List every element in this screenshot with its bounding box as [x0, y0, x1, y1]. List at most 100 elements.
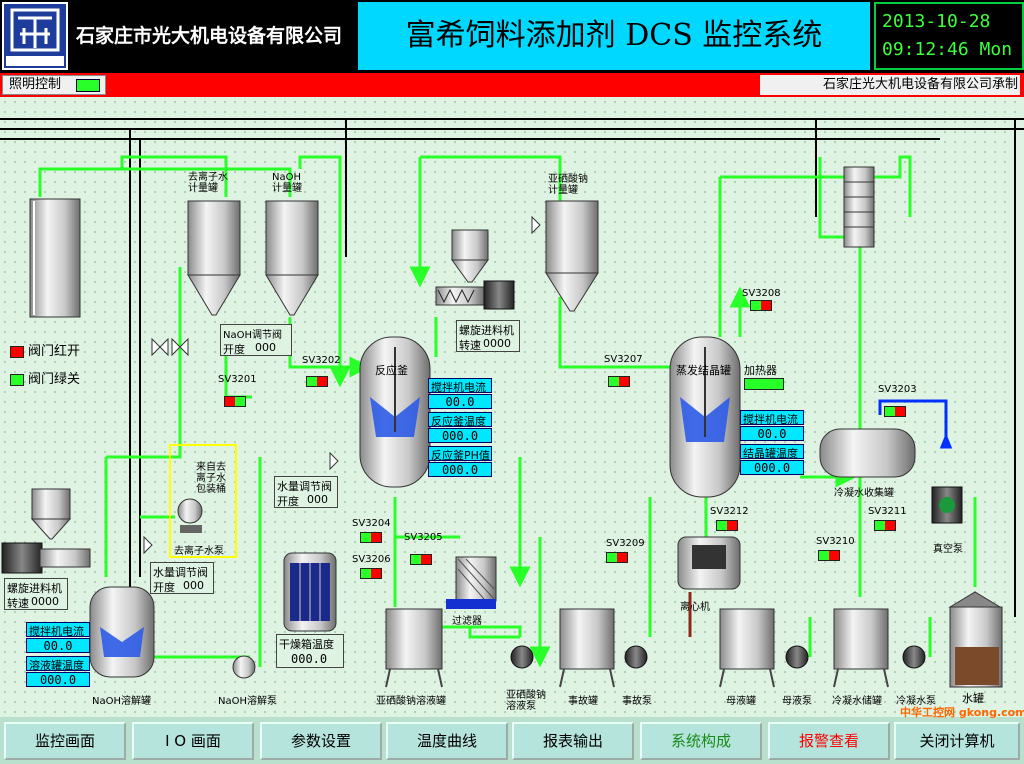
- dryer-temp-panel: 干燥箱温度 000.0: [276, 634, 344, 668]
- mother-tank-label: 母液罐: [726, 696, 756, 707]
- sv3205-indicator[interactable]: [410, 554, 432, 565]
- blue-vacuum-pipes: [878, 399, 953, 449]
- deion-metering-tank: [187, 200, 241, 316]
- condensate-tank-label: 冷凝水储罐: [832, 696, 882, 707]
- selenite-tank-label: 亚硒酸钠 计量罐: [548, 174, 588, 196]
- naoh-valve-value: 000: [255, 341, 276, 354]
- accident-tank-label: 事故罐: [568, 696, 598, 707]
- nav-system-button[interactable]: 系统构成: [640, 722, 762, 760]
- sv3211-indicator[interactable]: [874, 520, 896, 531]
- sv3209-label: SV3209: [606, 538, 645, 549]
- sv3203-label: SV3203: [878, 384, 917, 395]
- sv3207-label: SV3207: [604, 354, 643, 365]
- deion-tank-label: 去离子水 计量罐: [188, 172, 228, 194]
- sv3212-indicator[interactable]: [716, 520, 738, 531]
- legend-open: 阀门红开: [10, 340, 80, 359]
- dissolve-temp-value: 000.0: [26, 672, 90, 687]
- water-left-value: 000: [183, 579, 204, 592]
- sv3209-indicator[interactable]: [606, 552, 628, 563]
- water-tank-vessel: [948, 591, 1003, 688]
- sv3211-label: SV3211: [868, 506, 907, 517]
- red-swatch: [10, 345, 24, 358]
- dissolve-stirrer-label: 搅拌机电流: [26, 622, 90, 637]
- heater-indicator[interactable]: [744, 378, 784, 390]
- heater-label: 加热器: [744, 364, 777, 377]
- crystal-tank-label: 蒸发结晶罐: [676, 364, 731, 377]
- naoh-dissolve-pump-label: NaOH溶解泵: [218, 696, 277, 707]
- screw-feeder-top-panel[interactable]: 螺旋进料机 转速 0000: [456, 320, 520, 352]
- reactor-ph-value: 000.0: [428, 462, 492, 477]
- selenite-dissolve-label: 亚硒酸钠溶液罐: [376, 696, 446, 707]
- water-valve-mid-panel[interactable]: 水量调节阀 开度 000: [274, 476, 338, 508]
- bottom-tanks: [385, 608, 889, 688]
- manual-valves: [143, 215, 541, 555]
- company-name: 石家庄市光大机电设备有限公司: [76, 25, 343, 47]
- dissolve-temp-label: 溶液罐温度: [26, 656, 90, 671]
- deion-source-box: [169, 444, 237, 558]
- water-tank-label: 水罐: [962, 692, 984, 705]
- datetime-display: 2013-10-28 09:12:46 Mon: [874, 2, 1024, 70]
- sv3210-indicator[interactable]: [818, 550, 840, 561]
- date-text: 2013-10-28: [882, 11, 991, 32]
- deion-pump-label: 去离子水泵: [174, 546, 224, 557]
- vacuum-pump: [931, 486, 963, 524]
- lighting-label: 照明控制: [9, 77, 62, 92]
- sv3203-indicator[interactable]: [884, 406, 906, 417]
- crystal-temp-label: 结晶罐温度: [740, 444, 804, 459]
- sv3205-label: SV3205: [404, 532, 443, 543]
- deion-source-label: 来自去 离子水 包装桶: [196, 462, 226, 495]
- sv3202-label: SV3202: [302, 355, 341, 366]
- sv3212-label: SV3212: [710, 506, 749, 517]
- reactor-stirrer-value: 00.0: [428, 394, 492, 409]
- naoh-metering-tank: [265, 200, 319, 316]
- nav-shutdown-button[interactable]: 关闭计算机: [894, 722, 1020, 760]
- sv3201-indicator[interactable]: [224, 396, 246, 407]
- dryer-temp-value: 000.0: [291, 652, 328, 666]
- feed-silo: [29, 198, 81, 318]
- filter-label: 过滤器: [452, 616, 482, 627]
- mother-pump-label: 母液泵: [782, 696, 812, 707]
- screw-left-value: 0000: [31, 595, 59, 608]
- lighting-indicator[interactable]: [76, 79, 100, 92]
- condensate-pump-label: 冷凝水泵: [896, 696, 936, 707]
- reactor-temp-value: 000.0: [428, 428, 492, 443]
- centrifuge-unit: [677, 536, 741, 637]
- sv3208-indicator[interactable]: [750, 300, 772, 311]
- nav-alarm-button[interactable]: 报警查看: [768, 722, 890, 760]
- sv3206-indicator[interactable]: [360, 568, 382, 579]
- main-header-pipes: [0, 118, 1024, 617]
- selenite-pump-label: 亚硒酸钠 溶液泵: [506, 690, 546, 712]
- sv3202-indicator[interactable]: [306, 376, 328, 387]
- sv3204-label: SV3204: [352, 518, 391, 529]
- sv3206-label: SV3206: [352, 554, 391, 565]
- naoh-dissolve-label: NaOH溶解罐: [92, 696, 151, 707]
- vacuum-pump-label: 真空泵: [933, 544, 963, 555]
- maker-text: 石家庄光大机电设备有限公司承制: [760, 75, 1020, 95]
- crystal-temp-value: 000.0: [740, 460, 804, 475]
- condensate-collect-tank: [819, 428, 916, 478]
- company-logo: [2, 2, 68, 70]
- reactor-stirrer-label: 搅拌机电流: [428, 378, 492, 393]
- nav-monitor-button[interactable]: 监控画面: [4, 722, 126, 760]
- sv3208-label: SV3208: [742, 288, 781, 299]
- process-diagram: [0, 118, 1024, 688]
- nav-params-button[interactable]: 参数设置: [260, 722, 382, 760]
- sv3207-indicator[interactable]: [608, 376, 630, 387]
- nav-io-button[interactable]: I O 画面: [132, 722, 254, 760]
- reactor-label: 反应釜: [375, 364, 408, 377]
- system-title: 富希饲料添加剂 DCS 监控系统: [358, 2, 870, 70]
- water-valve-left-panel[interactable]: 水量调节阀 开度 000: [150, 562, 214, 594]
- accident-pump-label: 事故泵: [622, 696, 652, 707]
- nav-report-button[interactable]: 报表输出: [512, 722, 634, 760]
- centrifuge-label: 离心机: [680, 602, 710, 613]
- condenser-collect-label: 冷凝水收集罐: [834, 488, 894, 499]
- legend-closed: 阀门绿关: [10, 368, 80, 387]
- filter-unit: [446, 556, 497, 609]
- sv3201-label: SV3201: [218, 374, 257, 385]
- nav-temp-curve-button[interactable]: 温度曲线: [386, 722, 508, 760]
- crystal-stirrer-value: 00.0: [740, 426, 804, 441]
- naoh-tank-label: NaOH 计量罐: [272, 172, 302, 194]
- naoh-valve-panel[interactable]: NaOH调节阀 开度 000: [220, 324, 292, 356]
- screw-feeder-left-panel[interactable]: 螺旋进料机 转速 0000: [4, 578, 68, 610]
- sv3204-indicator[interactable]: [360, 532, 382, 543]
